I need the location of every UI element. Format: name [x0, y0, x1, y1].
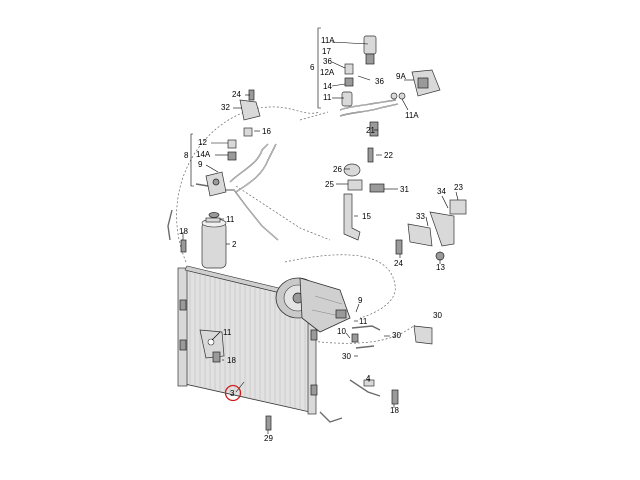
callout-26: 26	[333, 165, 342, 174]
condenser-bracket	[199, 329, 225, 363]
callout-3: 3	[230, 389, 235, 398]
callout-33: 33	[416, 212, 425, 221]
callout-4: 4	[366, 374, 371, 383]
callout-8: 8	[184, 151, 189, 160]
callout-2: 2	[232, 240, 237, 249]
callout-11-condenser: 11	[223, 328, 232, 337]
dashed-routing-lines	[176, 106, 416, 344]
callout-17: 17	[322, 47, 331, 56]
callout-25: 25	[325, 180, 334, 189]
callout-36b: 36	[375, 77, 384, 86]
callout-9: 9	[198, 160, 203, 169]
callout-10: 10	[337, 327, 346, 336]
callout-23: 23	[454, 183, 463, 192]
callout-21: 21	[366, 126, 375, 135]
callout-36a: 36	[323, 57, 332, 66]
callout-24b: 24	[394, 259, 403, 268]
callout-14a: 14	[323, 82, 332, 91]
callout-18a: 18	[179, 227, 188, 236]
callout-29: 29	[264, 434, 273, 443]
callout-12a: 12A	[320, 68, 335, 77]
highlight-circle-3	[224, 384, 242, 402]
callout-9b: 9	[358, 296, 363, 305]
leader-lines	[182, 27, 459, 434]
callout-11b: 11	[323, 93, 332, 102]
callout-22: 22	[384, 151, 393, 160]
callout-labels: 11A 17 36 12A 36 6 14 11 9A 11A 24 32 16…	[179, 36, 463, 443]
callout-13: 13	[436, 263, 445, 272]
callout-30c: 30	[433, 311, 442, 320]
callout-11c: 11A	[405, 111, 419, 120]
callout-30a: 30	[392, 331, 401, 340]
callout-30b: 30	[342, 352, 351, 361]
callout-12: 12	[198, 138, 207, 147]
callout-16: 16	[262, 127, 271, 136]
callout-34: 34	[437, 187, 446, 196]
small-parts	[180, 35, 467, 431]
callout-32: 32	[221, 103, 230, 112]
callout-18b: 18	[227, 356, 236, 365]
callout-9a: 9A	[396, 72, 406, 81]
callout-18c: 18	[390, 406, 399, 415]
callout-11a-top: 11A	[321, 36, 335, 45]
callout-11d: 11	[226, 215, 235, 224]
callout-15: 15	[362, 212, 371, 221]
callout-11e: 11	[359, 317, 368, 326]
callout-31: 31	[400, 185, 409, 194]
callout-24a: 24	[232, 90, 241, 99]
callout-6: 6	[310, 63, 315, 72]
compressor	[275, 277, 351, 333]
refrigerant-pipes	[167, 99, 399, 423]
callout-14A: 14A	[196, 150, 211, 159]
